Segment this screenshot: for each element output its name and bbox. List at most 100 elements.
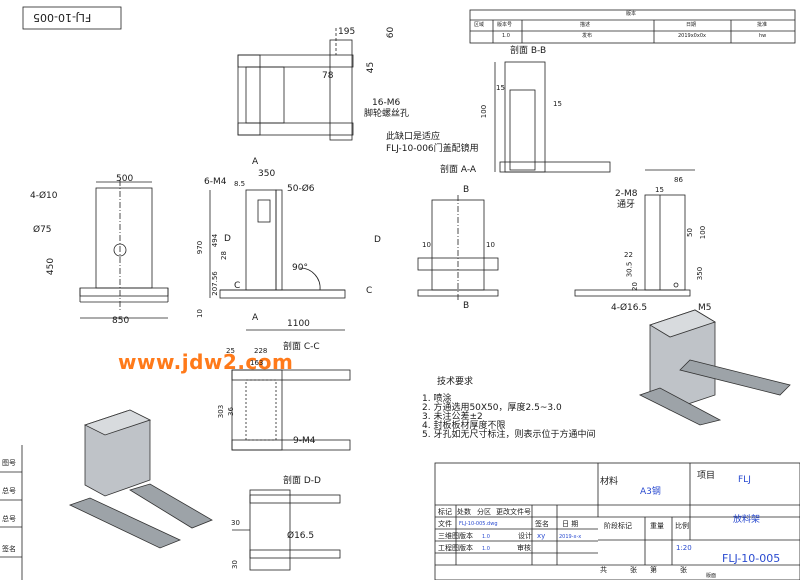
section-aa-label: 剖面 A-A [440,165,477,175]
rv-dim-20: 20 [630,282,639,291]
rev-header-date: 日期 [686,22,697,28]
tb-file: FLJ-10-005.dwg [459,521,498,527]
tb-sign: 签名 [535,520,549,528]
aa-dim-10b: 10 [486,241,495,249]
dim-195: 195 [338,27,356,37]
tb-footer: 版面 [706,573,717,579]
angle-90: 90° [292,263,308,273]
tech-req-5: 5. 牙孔如无尺寸标注，则表示位于方通中间 [422,430,596,440]
rv-dim-350: 350 [696,266,705,281]
cc-dim-163: 163 [250,359,264,367]
dim-450: 450 [46,257,57,276]
tb-project-label: 项目 [697,471,716,481]
rev-header-desc: 描述 [580,22,591,28]
dim-tap: 通牙 [617,200,636,210]
watermark: www.jdw2.com [118,350,294,374]
tb-stage: 阶段标记 [604,522,632,530]
tb-page2: 张 [680,566,687,574]
tech-req-1: 1. 喷涂 [422,394,452,404]
cc-dim-228: 228 [254,347,268,355]
dim-850: 850 [112,316,130,326]
cc-dim-25: 25 [226,347,235,355]
tb-engver: 1.0 [482,546,490,552]
rv-dim-30-5: 30.5 [625,261,634,278]
bb-dim-15: 15 [496,84,505,92]
cc-dim-303: 303 [217,404,226,419]
tb-designer: xy [537,532,546,540]
marker-b-bottom: B [463,301,470,311]
drawing-number-rotated: FLJ-10-005 [33,11,92,24]
dim-78: 78 [322,71,334,81]
rv-dim-50: 50 [685,228,694,237]
tb-date: 日 期 [562,520,579,528]
tech-req-title: 技术要求 [437,377,474,387]
tb-weight: 重量 [650,522,664,530]
tb-total: 共 [600,566,607,574]
marker-d-left: D [224,234,231,244]
marker-c-right: C [366,286,373,296]
tb-review: 审核 [517,544,531,552]
side-label-2: 总号 [2,487,16,495]
dim-60: 60 [386,26,397,39]
side-label-1: 图号 [2,459,16,467]
dim-10: 10 [195,309,204,318]
side-label-3: 总号 [2,515,16,523]
tb-count: 处数 [457,508,471,516]
rv-dim-22: 22 [624,251,633,259]
dim-28: 28 [219,251,228,260]
dim-4-phi10: 4-Ø10 [30,191,58,201]
tb-material: A3钢 [640,487,661,497]
cc-dim-9-m4: 9-M4 [293,436,316,446]
marker-d-right: D [374,235,381,245]
tech-req-2: 2. 方通选用50X50，厚度2.5~3.0 [422,403,562,413]
cc-dim-36: 36 [226,407,235,416]
tb-sheet: 张 [630,566,637,574]
rv-dim-86: 86 [674,176,683,184]
bb-dim-15b: 15 [553,100,562,108]
tb-engver-label: 工程图版本 [438,544,473,552]
rev-header-version: 版本号 [497,22,513,28]
marker-c-left: C [234,281,241,291]
holes-note: 脚轮螺丝孔 [364,109,410,119]
dim-1100: 1100 [287,319,310,329]
aa-dim-10a: 10 [422,241,431,249]
dim-2-m8: 2-M8 [615,189,638,199]
tb-project: FLJ [738,475,751,485]
section-bb-label: 剖面 B-B [510,46,547,56]
tb-page: 第 [650,566,657,574]
tech-req-4: 4. 封板板材厚度不限 [422,421,506,431]
rev-approve: hw [759,33,767,39]
section-dd-label: 剖面 D-D [283,476,321,486]
marker-a-top: A [252,157,259,167]
rv-dim-100: 100 [699,225,708,240]
dim-8-5: 8.5 [234,180,246,188]
rv-dim-15: 15 [655,186,664,194]
dim-45: 45 [366,61,377,74]
rev-header-zone: 区域 [474,22,485,28]
dim-970: 970 [196,240,205,255]
bb-note-1: 此缺口是适应 [386,132,441,142]
revision-title: 版本 [626,11,637,17]
section-cc-label: 剖面 C-C [283,342,320,352]
tech-req-3: 3. 未注公差±2 [422,412,483,422]
rev-header-approve: 批准 [757,22,768,28]
bb-dim-100: 100 [480,104,489,119]
tb-change-file: 更改文件号 [496,508,531,516]
tb-mark: 标记 [438,508,452,516]
dd-dim-phi16-5: Ø16.5 [287,531,315,541]
dim-350: 350 [258,169,276,179]
rv-dim-4-phi16-5: 4-Ø16.5 [611,303,648,313]
dd-dim-30a: 30 [231,519,240,527]
rv-dim-m5: M5 [698,303,712,313]
tb-ver3d: 1.0 [482,534,490,540]
marker-a-bottom: A [252,313,259,323]
side-label-4: 签名 [2,545,16,553]
dim-494: 494 [211,233,220,248]
dim-50-phi6: 50-Ø6 [287,184,315,194]
tb-ver3d-label: 三维图版本 [438,532,473,540]
tb-design: 设计 [518,532,532,540]
dim-phi75: Ø75 [33,225,52,235]
tb-ratio: 比例 [675,522,689,530]
tb-scale: 1:20 [676,544,692,552]
